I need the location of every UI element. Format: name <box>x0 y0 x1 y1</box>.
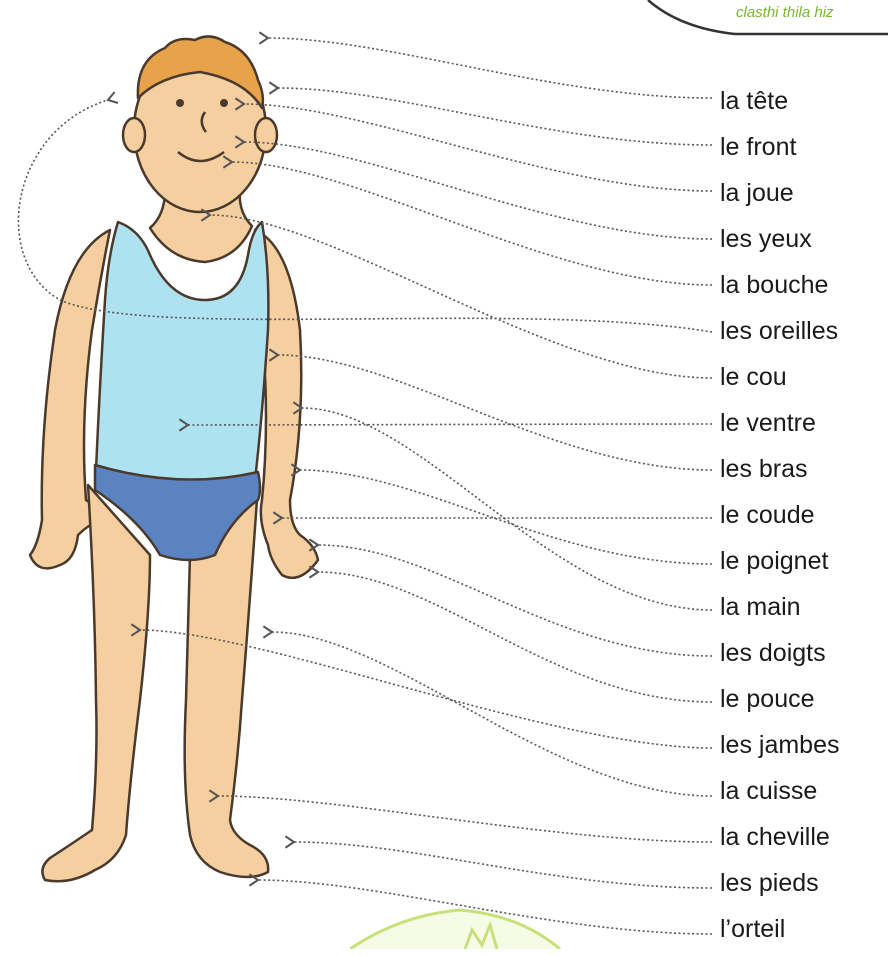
label-la-tete: la tête <box>720 82 840 128</box>
label-les-bras: les bras <box>720 450 840 496</box>
leader-line <box>302 408 712 610</box>
leader-line <box>278 355 712 470</box>
label-la-cheville: la cheville <box>720 818 840 864</box>
label-le-poignet: le poignet <box>720 542 840 588</box>
label-les-pieds: les pieds <box>720 864 840 910</box>
left-ear <box>123 118 145 152</box>
label-le-coude: le coude <box>720 496 840 542</box>
label-la-main: la main <box>720 588 840 634</box>
label-l-orteil: l’orteil <box>720 910 840 956</box>
decorative-green-shape <box>350 910 560 949</box>
label-les-jambes: les jambes <box>720 726 840 772</box>
leader-line <box>244 142 712 239</box>
label-le-cou: le cou <box>720 358 840 404</box>
label-le-front: le front <box>720 128 840 174</box>
leader-line <box>232 162 712 285</box>
label-le-pouce: le pouce <box>720 680 840 726</box>
leader-line <box>272 632 712 796</box>
right-ear <box>255 118 277 152</box>
right-eye <box>220 99 228 107</box>
leader-line <box>268 38 712 98</box>
label-les-doigts: les doigts <box>720 634 840 680</box>
vest <box>96 222 268 483</box>
leader-line <box>244 104 712 191</box>
label-la-cuisse: la cuisse <box>720 772 840 818</box>
label-la-joue: la joue <box>720 174 840 220</box>
label-les-yeux: les yeux <box>720 220 840 266</box>
leader-line <box>218 796 712 842</box>
speech-bubble-text: clasthi thila hiz <box>736 4 888 21</box>
body-part-labels: la tête le front la joue les yeux la bou… <box>720 82 840 956</box>
leader-line <box>294 842 712 888</box>
leader-line <box>278 88 712 145</box>
leader-line <box>318 572 712 702</box>
label-les-oreilles: les oreilles <box>720 312 840 358</box>
label-la-bouche: la bouche <box>720 266 840 312</box>
label-le-ventre: le ventre <box>720 404 840 450</box>
left-eye <box>176 99 184 107</box>
boy-figure <box>30 36 318 881</box>
leader-line <box>300 470 712 564</box>
